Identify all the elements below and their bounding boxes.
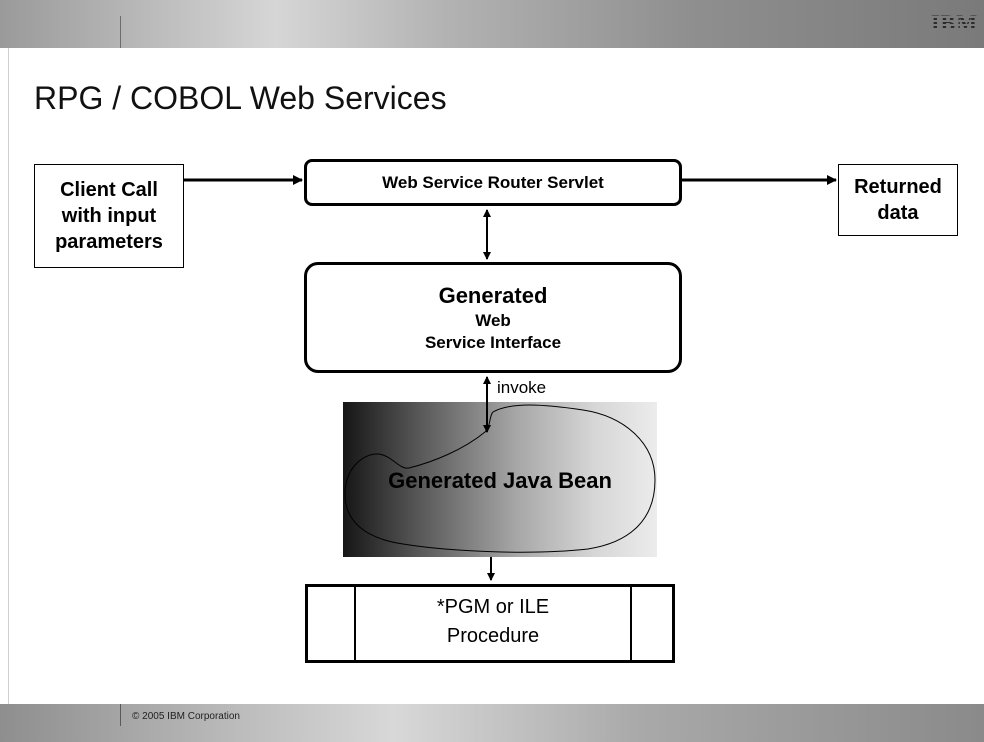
header-divider (120, 16, 121, 48)
program-box: *PGM or ILE Procedure (305, 584, 675, 663)
invoke-label: invoke (497, 378, 547, 397)
client-call-line-3: parameters (55, 231, 163, 253)
returned-line-2: data (877, 202, 919, 224)
footer-band: © 2005 IBM Corporation (0, 704, 984, 742)
java-bean-gradient (343, 402, 657, 557)
java-bean-blob (344, 404, 656, 553)
returned-line-1: Returned (854, 176, 942, 198)
java-bean-label: Generated Java Bean (388, 468, 612, 493)
program-box-right-bar (630, 587, 632, 660)
returned-data-box: Returned data (838, 164, 958, 236)
client-call-line-2: with input (61, 205, 157, 227)
slide-title: RPG / COBOL Web Services (34, 80, 447, 116)
left-rule (8, 48, 9, 704)
program-line-2: Procedure (446, 625, 540, 647)
router-servlet-box: Web Service Router Servlet (304, 159, 682, 206)
program-line-1: *PGM or ILE (436, 596, 550, 618)
client-call-box: Client Call with input parameters (34, 164, 184, 268)
router-servlet-label: Web Service Router Servlet (382, 172, 604, 192)
copyright-text: © 2005 IBM Corporation (132, 711, 240, 722)
interface-line-1: Generated (438, 282, 548, 308)
client-call-line-1: Client Call (60, 179, 158, 201)
interface-line-2: Web (475, 310, 511, 330)
web-service-interface-box: Generated Web Service Interface (304, 262, 682, 373)
interface-line-3: Service Interface (424, 332, 562, 352)
program-box-left-bar (354, 587, 356, 660)
header-band: IBM (0, 0, 984, 48)
footer-divider (120, 704, 121, 726)
ibm-logo: IBM (931, 10, 978, 35)
